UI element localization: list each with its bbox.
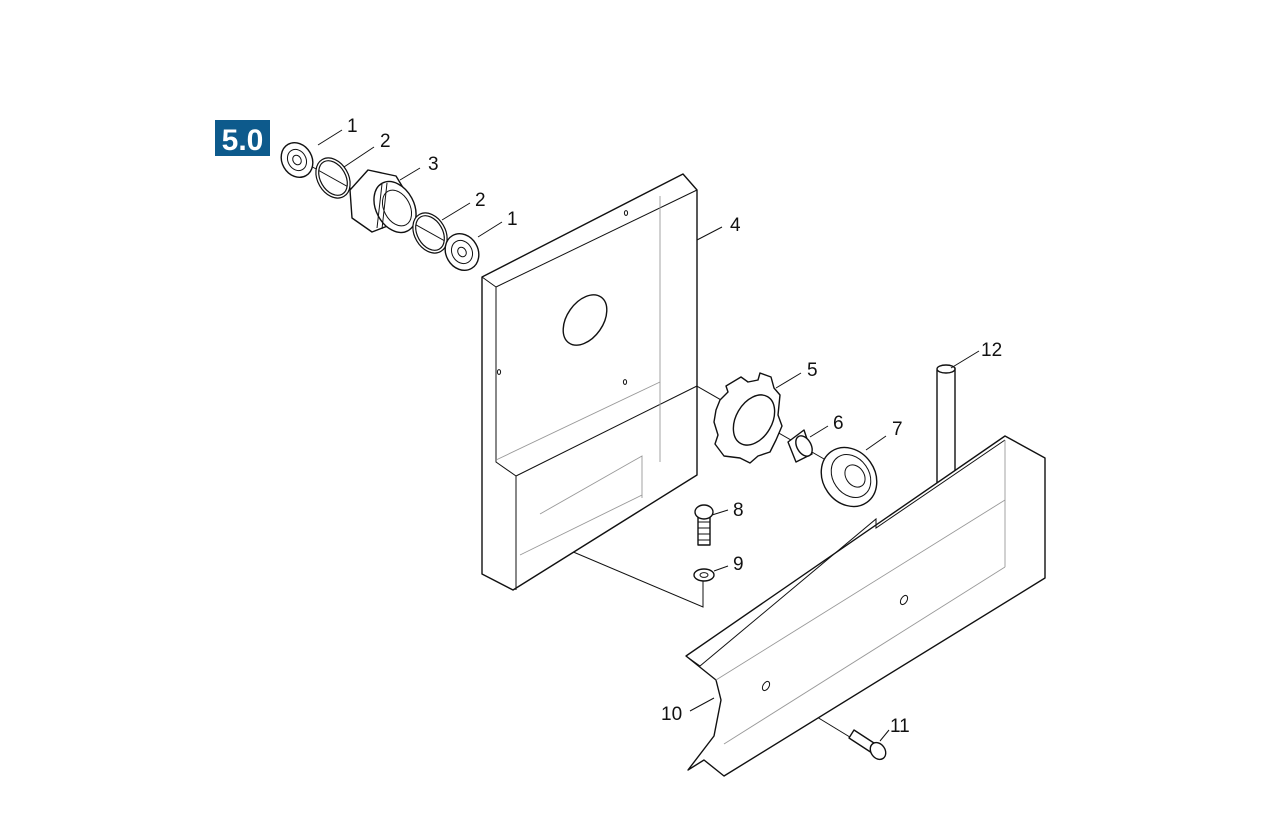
housing-panel-part-4 xyxy=(481,173,698,591)
callout-1-top: 1 xyxy=(347,116,358,137)
callout-6: 6 xyxy=(833,413,844,434)
callout-5: 5 xyxy=(807,360,818,381)
bearing-part-1-left xyxy=(280,142,314,178)
callout-11: 11 xyxy=(890,716,910,737)
slotted-nut-part-5 xyxy=(713,372,783,464)
threaded-fitting-part-3 xyxy=(349,169,417,234)
roller-part-7 xyxy=(820,446,878,508)
bushing-part-6 xyxy=(787,429,813,463)
circlip-part-2-right xyxy=(412,212,448,254)
callout-2-bottom: 2 xyxy=(475,190,486,211)
callout-12: 12 xyxy=(981,340,1002,361)
leader-lines xyxy=(317,129,980,742)
callout-labels: 1 2 3 2 1 4 5 6 7 8 9 10 11 12 xyxy=(347,116,1002,737)
section-badge: 5.0 xyxy=(215,120,270,157)
screw-part-8 xyxy=(694,504,714,546)
callout-9: 9 xyxy=(733,554,744,575)
cover-plate-part-10 xyxy=(685,435,1046,777)
callout-1-bottom: 1 xyxy=(507,209,518,230)
callout-4: 4 xyxy=(730,215,741,236)
bearing-part-1-right xyxy=(444,233,480,271)
washer-part-9 xyxy=(693,568,715,582)
callout-3: 3 xyxy=(428,154,439,175)
bolt-part-11 xyxy=(848,729,887,761)
rod-part-12 xyxy=(936,364,956,485)
callout-10: 10 xyxy=(661,704,682,725)
callout-7: 7 xyxy=(892,419,903,440)
callout-8: 8 xyxy=(733,500,744,521)
circlip-part-2-left xyxy=(315,157,351,199)
explosion-axis-screw xyxy=(544,539,704,608)
callout-2-top: 2 xyxy=(380,131,391,152)
section-badge-text: 5.0 xyxy=(222,124,264,157)
